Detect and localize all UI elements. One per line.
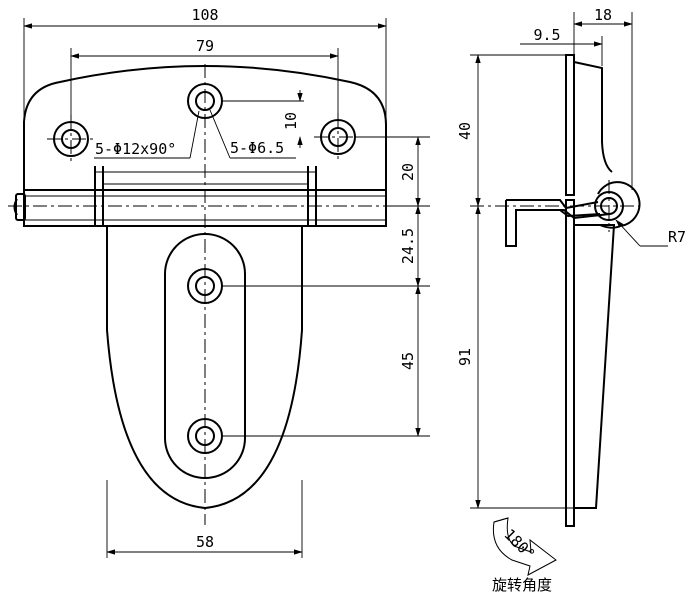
dim-hole-spacing: 79 [196, 37, 214, 55]
callout-through-holes: 5-Φ6.5 [230, 139, 284, 157]
dim-radius: R7 [668, 228, 686, 246]
rotation-label: 旋转角度 [492, 576, 552, 594]
callout-countersink-holes: 5-Φ12x90° [95, 140, 176, 158]
side-lower-plate [565, 199, 575, 527]
rotation-arrow-icon [492, 517, 557, 576]
upper-flange-outline [23, 65, 387, 196]
dim-side-lower-height: 91 [456, 348, 474, 366]
side-knuckle [597, 181, 641, 229]
side-dimensions: 18 9.5 40 91 R7 [456, 6, 686, 509]
rotation-indicator: 180° 旋转角度 [492, 517, 557, 594]
dim-upper-to-axis: 20 [399, 163, 417, 181]
leaf-slot [164, 233, 246, 479]
dim-side-thickness: 9.5 [533, 26, 560, 44]
front-dimensions: 108 79 58 10 20 24.5 45 5-Φ12x90° [23, 6, 430, 558]
dim-overall-width: 108 [191, 6, 218, 24]
pin-end [15, 193, 26, 221]
dim-top-hole-offset: 10 [282, 112, 300, 130]
dim-side-upper-height: 40 [456, 122, 474, 140]
side-view [470, 54, 641, 527]
dim-axis-to-leaf-hole: 24.5 [399, 228, 417, 264]
side-upper-plate [565, 54, 575, 196]
dim-bottom-width: 58 [196, 533, 214, 551]
dim-side-depth: 18 [594, 6, 612, 24]
side-rotated-leaf [505, 199, 601, 247]
dim-leaf-hole-spacing: 45 [399, 352, 417, 370]
front-view [8, 64, 432, 525]
rotation-angle: 180° [500, 525, 538, 563]
